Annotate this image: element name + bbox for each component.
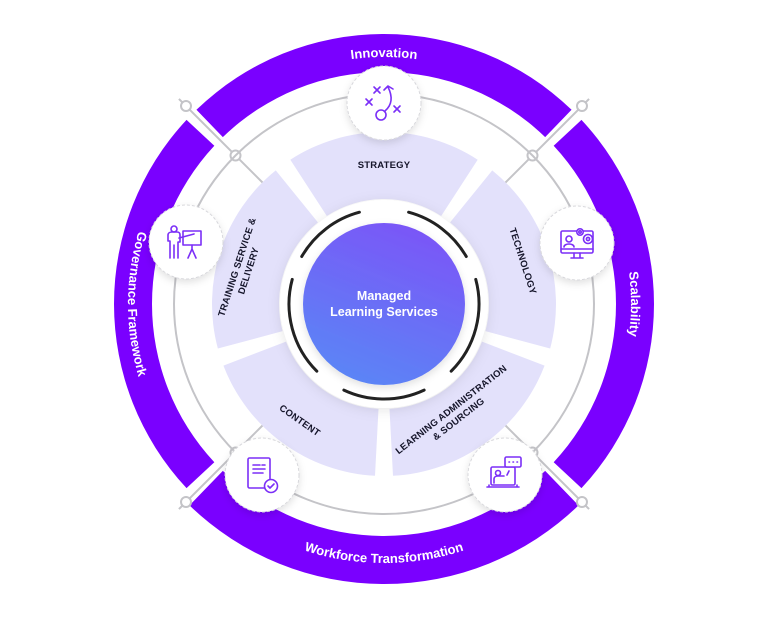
connector-line: [496, 416, 590, 510]
icon-bubbles: [148, 65, 615, 513]
presenter-board-icon: [167, 225, 202, 259]
inner-arc: [342, 388, 426, 401]
technology-bubble: [539, 205, 615, 281]
inner-arc: [287, 277, 319, 373]
segments: [212, 131, 556, 476]
center-label-line2: Learning Services: [330, 305, 438, 319]
connector-line: [178, 416, 272, 510]
strategy-play-icon: [365, 85, 401, 121]
monitor-gears-icon: [560, 228, 594, 259]
segment-technology: [450, 170, 556, 349]
content-bubble: [224, 437, 300, 513]
segment-strategy: [290, 131, 478, 216]
band-governance-framework: [113, 119, 215, 489]
connector-node: [180, 495, 193, 508]
strategy-bubble: [346, 65, 422, 141]
segment-learning-administration: [389, 341, 545, 476]
center-label-line1: Managed: [357, 289, 411, 303]
segment-training-delivery: [212, 170, 318, 349]
outer-bands: [113, 34, 655, 584]
inner-arc: [300, 210, 361, 258]
connector-line: [496, 98, 590, 192]
inner-arc: [449, 277, 481, 373]
band-scalability: [553, 119, 655, 489]
laptop-chat-instructor-icon: [486, 456, 522, 488]
band-label-innovation: Innovation: [350, 45, 419, 62]
segment-content: [223, 341, 379, 476]
band-innovation: [196, 34, 572, 138]
band-label-scalability: Scalability: [626, 271, 643, 339]
connector-node: [575, 100, 588, 113]
document-check-icon: [247, 457, 279, 494]
band-workforce-transformation: [189, 470, 579, 584]
training-bubble: [148, 204, 224, 280]
connector-node: [575, 495, 588, 508]
segment-label-strategy: STRATEGY: [358, 160, 411, 171]
inner-arc: [407, 210, 468, 258]
center-circle: [303, 223, 465, 385]
connector-node: [180, 100, 193, 113]
learning-admin-bubble: [467, 437, 543, 513]
connector-line: [178, 98, 272, 192]
inner-arcs: [287, 210, 481, 401]
